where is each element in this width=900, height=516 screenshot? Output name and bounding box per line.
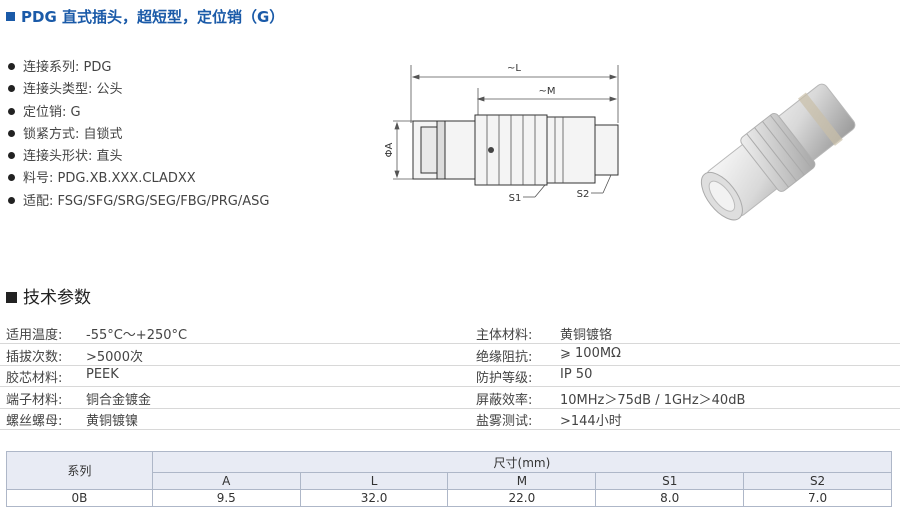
product-image: [700, 83, 856, 221]
bullet-icon: [8, 196, 15, 204]
dim-label-L: ~L: [507, 63, 521, 74]
dim-label-M: ~M: [538, 86, 555, 97]
feature-item: 连接头形状: 直头: [8, 146, 269, 168]
section-title: 技术参数: [6, 283, 91, 308]
dims-header: 尺寸(mm): [151, 451, 893, 473]
column-header: L: [299, 472, 449, 490]
value-cell: 9.5: [151, 489, 301, 507]
feature-list: 连接系列: PDG 连接头类型: 公头 定位销: G 锁紧方式: 自锁式 连接头…: [8, 57, 269, 213]
bullet-icon: [8, 129, 15, 137]
page-title: PDG 直式插头，超短型，定位销（G）: [6, 6, 284, 27]
dim-label-S1: S1: [509, 193, 522, 204]
dim-label-S2: S2: [577, 189, 590, 200]
value-cell: 7.0: [743, 489, 892, 507]
section-title-text: 技术参数: [23, 288, 91, 308]
feature-item: 定位销: G: [8, 102, 269, 124]
value-cell: 8.0: [595, 489, 745, 507]
series-header: 系列: [6, 451, 153, 490]
param-row: 胶芯材料:PEEK 防护等级:IP 50: [0, 365, 900, 388]
param-row: 插拔次数:>5000次 绝缘阻抗:⩾ 100MΩ: [0, 344, 900, 366]
page-title-text: PDG 直式插头，超短型，定位销（G）: [21, 8, 285, 26]
feature-item: 适配: FSG/SFG/SRG/SEG/FBG/PRG/ASG: [8, 191, 269, 213]
bullet-icon: [8, 174, 15, 182]
feature-item: 锁紧方式: 自锁式: [8, 124, 269, 146]
dimensions-table: 系列 尺寸(mm) A L M S1 S2 0B 9.5 32.0 22.0 8…: [6, 451, 893, 507]
column-header: S2: [743, 472, 892, 490]
bullet-icon: [8, 152, 15, 160]
table-row: 0B 9.5 32.0 22.0 8.0 7.0: [6, 489, 892, 507]
feature-item: 连接头类型: 公头: [8, 79, 269, 101]
param-row: 端子材料:铜合金镀金 屏蔽效率:10MHz＞75dB / 1GHz＞40dB: [0, 387, 900, 409]
feature-item: 连接系列: PDG: [8, 57, 269, 79]
bullet-icon: [8, 63, 15, 70]
value-cell: 32.0: [299, 489, 449, 507]
feature-item: 料号: PDG.XB.XXX.CLADXX: [8, 168, 269, 190]
series-cell: 0B: [6, 489, 153, 507]
param-row: 螺丝螺母:黄铜镀镍 盐雾测试:>144小时: [0, 408, 900, 431]
column-header: M: [447, 472, 597, 490]
bullet-icon: [8, 85, 15, 93]
column-header: S1: [595, 472, 745, 490]
technical-drawing: ~L ~M ΦA S1 S2: [384, 63, 619, 204]
bullet-icon: [8, 107, 15, 115]
param-row: 适用温度:-55°C～+250°C 主体材料:黄铜镀铬: [0, 322, 900, 344]
column-header: A: [151, 472, 301, 490]
dim-label-A: ΦA: [384, 142, 395, 157]
section-square-icon: [6, 292, 17, 303]
value-cell: 22.0: [447, 489, 597, 507]
title-square-icon: [6, 12, 15, 21]
